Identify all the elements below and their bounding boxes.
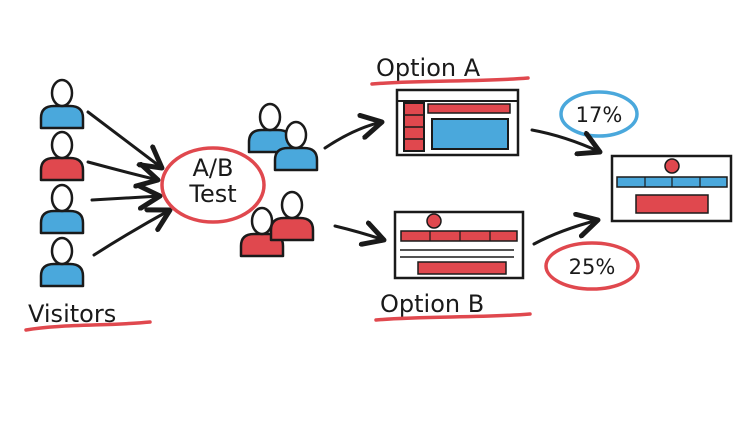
- arrow-to-option-a: [323, 122, 382, 150]
- arrow-visitor-3: [90, 196, 160, 200]
- person-head: [50, 236, 74, 266]
- group-a-person-1: [247, 102, 293, 154]
- ab-test-line1: A/B: [193, 154, 234, 182]
- person-body: [273, 146, 319, 172]
- person-head: [50, 78, 74, 108]
- group-b-people: [239, 190, 315, 258]
- option-b-logo: [426, 213, 442, 229]
- ab-test-line2: Test: [188, 180, 236, 208]
- result-logo: [664, 158, 680, 174]
- option-a-underline: [370, 76, 530, 86]
- visitors-column: [39, 78, 85, 288]
- person-body: [39, 262, 85, 288]
- ab-test-node: A/B Test: [160, 146, 266, 224]
- option-b-navbar: [400, 230, 518, 242]
- ab-test-circle: [160, 146, 266, 224]
- person-body: [39, 156, 85, 182]
- option-a-wireframe: [395, 88, 520, 157]
- visitor-2: [39, 130, 85, 182]
- option-b-underline: [374, 312, 532, 322]
- visitor-1: [39, 78, 85, 130]
- person-body: [269, 216, 315, 242]
- group-b-person-2: [269, 190, 315, 242]
- result-cta: [635, 194, 709, 214]
- arrow-visitor-1: [86, 110, 162, 168]
- option-a-hero: [431, 118, 509, 150]
- visitor-4: [39, 236, 85, 288]
- option-b-label: Option B: [380, 290, 484, 318]
- option-a-rate-badge: 17%: [559, 90, 639, 138]
- person-head: [50, 130, 74, 160]
- visitor-arrows: [86, 110, 170, 257]
- visitors-underline: [24, 320, 152, 332]
- result-wireframe: [610, 154, 733, 223]
- option-b-cta: [417, 261, 507, 275]
- option-a-banner: [427, 103, 511, 114]
- arrow-to-option-b: [333, 226, 384, 240]
- option-b-rate-badge: 25%: [544, 241, 640, 291]
- person-head: [280, 190, 304, 220]
- group-a-people: [247, 102, 319, 172]
- visitor-3: [39, 183, 85, 235]
- person-head: [250, 206, 274, 236]
- option-a-label: Option A: [376, 54, 481, 82]
- arrow-b-to-result: [532, 220, 598, 246]
- arrow-a-to-result: [530, 128, 600, 152]
- option-b-rate: 25%: [569, 255, 616, 279]
- person-head: [284, 120, 308, 150]
- person-head: [258, 102, 282, 132]
- option-a-rate: 17%: [576, 103, 623, 127]
- arrow-visitor-4: [92, 210, 170, 257]
- person-body: [39, 104, 85, 130]
- person-body: [39, 209, 85, 235]
- option-b-rate-circle: [544, 241, 640, 291]
- person-head: [50, 183, 74, 213]
- group-a-person-2: [273, 120, 319, 172]
- arrow-visitor-2: [86, 160, 158, 180]
- option-b-wireframe: [393, 210, 525, 280]
